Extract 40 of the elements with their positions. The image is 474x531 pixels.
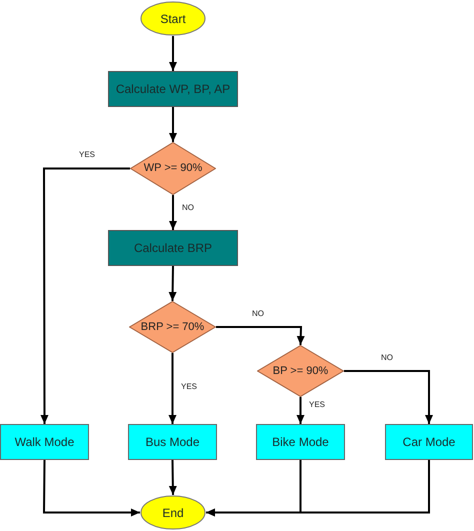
process-box bbox=[108, 71, 238, 107]
node-label: Bike Mode bbox=[272, 436, 329, 448]
decision-diamond bbox=[129, 301, 216, 353]
node-label: BP >= 90% bbox=[272, 366, 328, 376]
node-label: Start bbox=[160, 12, 186, 24]
node-label: Walk Mode bbox=[14, 436, 74, 448]
edge-label: NO bbox=[380, 354, 394, 362]
terminal-ellipse bbox=[140, 1, 206, 36]
node-label: Calculate WP, BP, AP bbox=[116, 83, 230, 95]
node-label: BRP >= 70% bbox=[140, 322, 204, 332]
edge-label: YES bbox=[180, 383, 198, 391]
arrow bbox=[169, 36, 177, 71]
decision-diamond bbox=[130, 142, 216, 195]
mode-box bbox=[0, 424, 89, 460]
arrow bbox=[40, 168, 130, 424]
edge-label: YES bbox=[78, 151, 96, 159]
edge-label: NO bbox=[251, 310, 265, 318]
arrow bbox=[216, 326, 305, 346]
terminal-ellipse bbox=[140, 495, 206, 530]
node-label: WP >= 90% bbox=[144, 163, 202, 174]
arrow bbox=[168, 266, 177, 302]
decision-diamond bbox=[257, 345, 344, 397]
arrow bbox=[344, 370, 433, 424]
edge-label: NO bbox=[181, 204, 195, 212]
mode-box bbox=[256, 424, 345, 460]
arrow bbox=[296, 397, 304, 424]
arrow bbox=[169, 195, 177, 230]
arrow bbox=[169, 107, 177, 142]
mode-box bbox=[385, 424, 473, 460]
edge-label: YES bbox=[308, 401, 326, 409]
arrow bbox=[43, 460, 140, 516]
node-label: Bus Mode bbox=[145, 436, 200, 448]
arrow bbox=[168, 460, 177, 496]
process-box bbox=[108, 230, 238, 266]
arrow bbox=[206, 460, 430, 516]
node-label: Calculate BRP bbox=[134, 242, 212, 254]
node-label: End bbox=[162, 506, 184, 518]
mode-box bbox=[128, 424, 217, 460]
arrow bbox=[168, 353, 176, 424]
node-label: Car Mode bbox=[402, 436, 456, 448]
